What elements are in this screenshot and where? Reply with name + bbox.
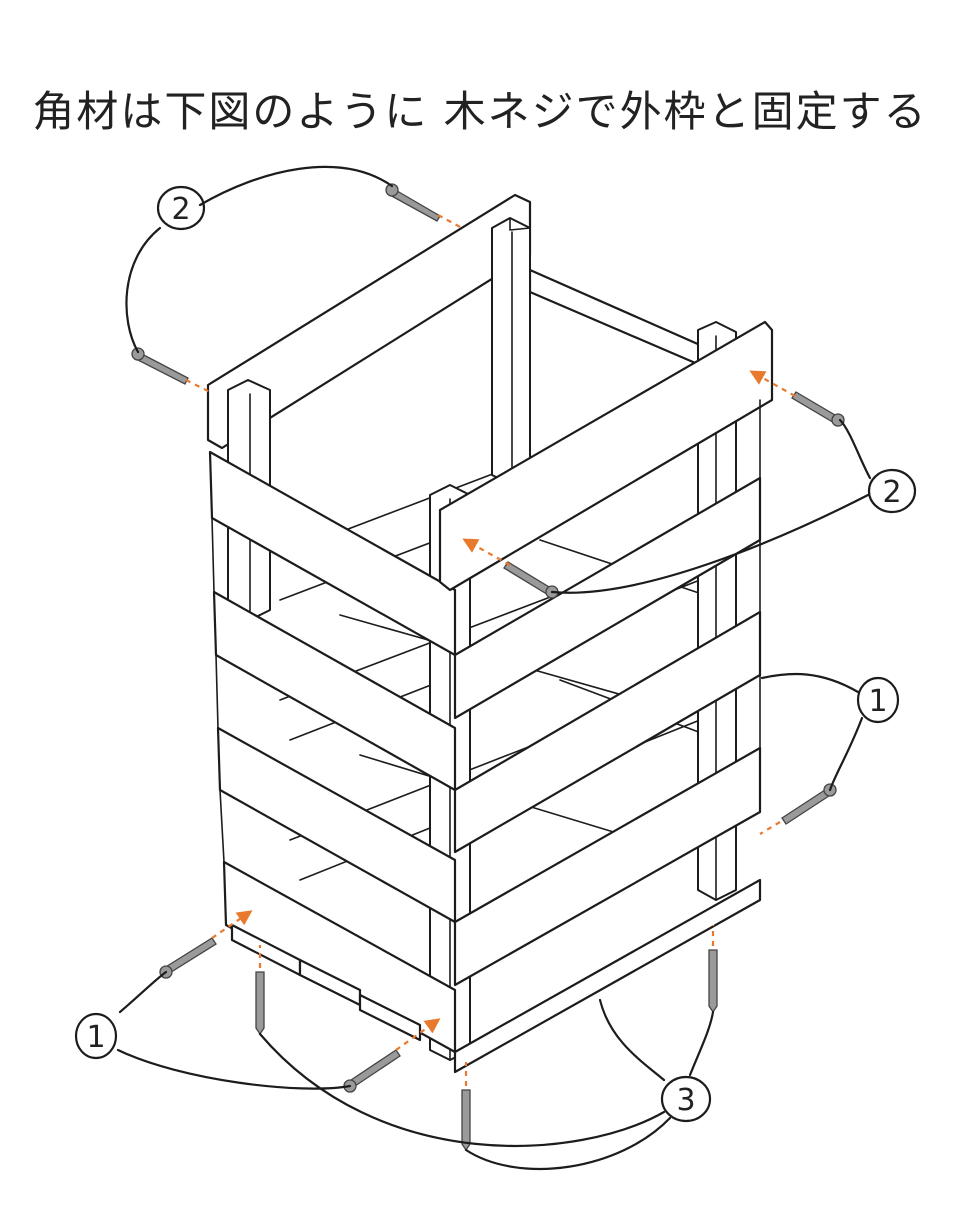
screw-bottom-vertical-right: [708, 949, 718, 1014]
screw-top-back: [385, 183, 441, 222]
callout-1-right: 1: [856, 676, 900, 724]
callout-2-right-label: 2: [882, 475, 901, 510]
callout-2-right: 2: [867, 468, 917, 514]
screw-mid-front: [503, 561, 559, 599]
left-wall-boards: [208, 450, 457, 1054]
right-wall-boards: [438, 320, 774, 1074]
callout-leaders: [116, 165, 872, 1171]
screw-bottom-vertical-left: [255, 971, 265, 1036]
base-strips: [230, 923, 422, 1042]
callout-1-left-label: 1: [86, 1020, 105, 1055]
screw-top-left: [131, 347, 189, 385]
screw-bottom-vertical-front: [461, 1089, 471, 1152]
callout-2-top-left: 2: [156, 185, 206, 231]
screw-bottom-front-side: [343, 1049, 401, 1093]
screw-bottom-left-side: [159, 937, 217, 979]
callout-1-right-label: 1: [868, 684, 887, 719]
screw-side-right: [781, 783, 837, 825]
callout-2-top-left-label: 2: [171, 192, 190, 227]
callout-1-left: 1: [74, 1012, 118, 1060]
diagram-title: 角材は下図のように 木ネジで外枠と固定する: [32, 87, 928, 136]
callout-3-bottom-label: 3: [676, 1083, 695, 1118]
guide-arrows: [185, 214, 796, 1086]
screw-top-right: [791, 391, 845, 427]
corner-post-back: [491, 217, 531, 486]
callout-3-bottom: 3: [660, 1075, 712, 1123]
